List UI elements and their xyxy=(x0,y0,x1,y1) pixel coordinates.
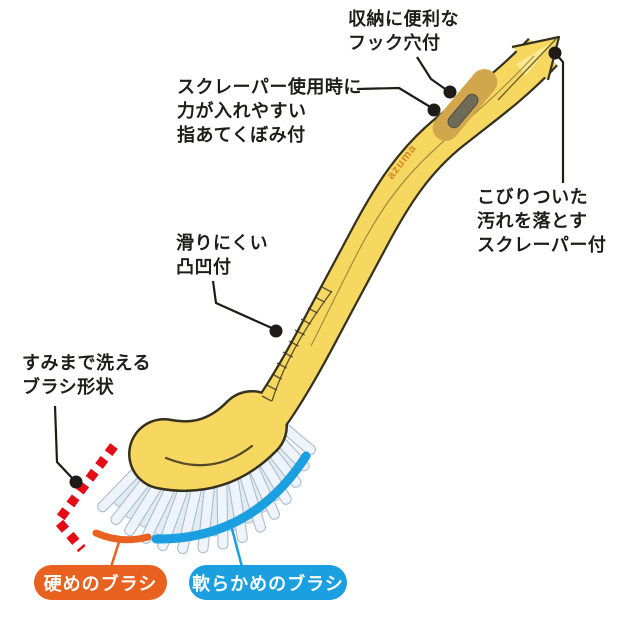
callout-line: こびりついた xyxy=(477,187,589,207)
callout-line: 収納に便利な xyxy=(348,9,459,29)
callout-nonslip-grip: 滑りにくい 凸凹付 xyxy=(176,232,268,280)
hook-leader-line xyxy=(416,56,449,92)
firm-bristle-indicator-arc xyxy=(92,529,152,544)
soft-indicator-leader-line xyxy=(228,520,244,568)
callout-scraper: こびりついた 汚れを落とす スクレーパー付 xyxy=(477,186,606,258)
corner-leader-line xyxy=(53,405,75,481)
grip-rib xyxy=(266,384,278,391)
grip-rib xyxy=(261,395,273,402)
callout-hook-hole: 収納に便利な フック穴付 xyxy=(348,8,459,56)
scraper-leader-dot xyxy=(548,46,562,60)
soft-bristle-indicator-arc xyxy=(151,451,311,544)
callout-line: 凸凹付 xyxy=(176,256,232,277)
badge-firm-brush: 硬めのブラシ xyxy=(34,565,167,600)
hook-leader-dot xyxy=(443,85,457,99)
scraper-leader-line xyxy=(555,53,565,183)
grip-leader-line xyxy=(211,280,275,331)
callout-line: 滑りにくい xyxy=(176,233,269,253)
callout-brush-shape: すみまで洗える ブラシ形状 xyxy=(22,352,151,400)
corner-leader-dot xyxy=(69,475,83,489)
hook-hole xyxy=(447,93,479,129)
brush-head xyxy=(130,392,286,490)
corner-reach-dashed-indicator xyxy=(51,443,118,553)
grip-rib xyxy=(321,286,333,293)
callout-line: スクレーパー使用時に xyxy=(177,77,362,97)
grip-leader-dot xyxy=(269,324,283,338)
callout-line: スクレーパー付 xyxy=(477,234,607,255)
grip-rib xyxy=(314,296,326,303)
callout-line: 指あてくぼみ付 xyxy=(177,124,306,145)
head-crease-line xyxy=(164,444,254,467)
callout-line: 汚れを落とす xyxy=(477,210,588,231)
badge-soft-brush: 軟らかめのブラシ xyxy=(189,565,347,600)
dimple-leader-dot xyxy=(427,103,441,117)
firm-indicator-leader-line xyxy=(109,541,121,568)
grip-ribs-inner-line xyxy=(271,290,333,402)
leader-dots xyxy=(69,46,562,489)
handle-ridge-line xyxy=(310,55,535,347)
callout-line: すみまで洗える xyxy=(22,353,151,373)
callout-line: ブラシ形状 xyxy=(22,376,115,397)
callout-line: フック穴付 xyxy=(348,32,441,53)
scraper-tip-highlight xyxy=(516,42,552,76)
dimple-leader-line xyxy=(356,86,433,109)
callout-finger-dimple: スクレーパー使用時に 力が入れやすい 指あてくぼみ付 xyxy=(177,76,362,148)
callout-line: 力が入れやすい xyxy=(177,100,307,121)
scraper-edge-line xyxy=(497,38,557,101)
